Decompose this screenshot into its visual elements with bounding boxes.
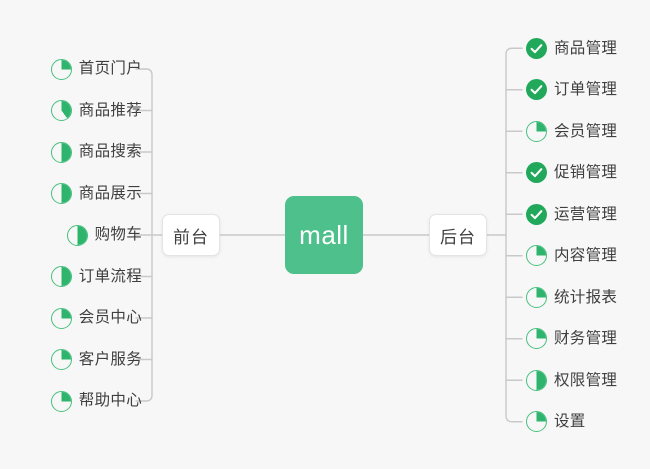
- pie-wedge: [51, 101, 71, 120]
- leaf-label: 客户服务: [78, 350, 142, 368]
- pie-wedge: [51, 59, 71, 79]
- leaf-label: 首页门户: [78, 60, 142, 78]
- mindmap-leaf[interactable]: 订单流程: [50, 264, 142, 290]
- leaf-label: 财务管理: [554, 330, 618, 347]
- pie-wedge: [527, 246, 546, 266]
- pie-wedge: [67, 225, 87, 245]
- pie-wedge: [527, 370, 546, 390]
- pie-wedge: [527, 121, 546, 141]
- pie-progress-icon: [526, 120, 547, 142]
- check-circle-icon: [526, 79, 547, 101]
- pie-progress-icon: [526, 369, 547, 391]
- mindmap-leaf[interactable]: 促销管理: [526, 160, 617, 186]
- mindmap-leaf[interactable]: 商品搜索: [50, 139, 142, 165]
- leaf-label: 订单管理: [554, 81, 618, 98]
- leaf-label: 帮助中心: [78, 392, 142, 410]
- mindmap-leaf[interactable]: 购物车: [66, 222, 142, 248]
- mindmap-leaf[interactable]: 会员中心: [50, 305, 142, 331]
- pie-progress-icon: [526, 411, 547, 433]
- mindmap-leaf[interactable]: 订单管理: [526, 77, 617, 103]
- mindmap-leaf[interactable]: 会员管理: [526, 118, 617, 144]
- pie-progress-icon: [66, 224, 88, 246]
- mindmap-leaf[interactable]: 首页门户: [50, 56, 142, 82]
- pie-progress-icon: [526, 245, 547, 267]
- leaf-label: 运营管理: [554, 205, 618, 223]
- leaf-label: 商品管理: [554, 39, 618, 57]
- pie-wedge: [51, 308, 71, 328]
- mindmap-leaf[interactable]: 客户服务: [50, 347, 142, 373]
- leaf-label: 会员管理: [554, 122, 618, 140]
- mindmap-leaf[interactable]: 商品推荐: [50, 98, 142, 124]
- leaf-label: 会员中心: [78, 309, 142, 327]
- leaf-label: 商品展示: [78, 184, 142, 202]
- pie-wedge: [51, 142, 71, 162]
- leaf-label: 商品推荐: [78, 101, 142, 119]
- mindmap-leaf[interactable]: 运营管理: [526, 201, 617, 227]
- pie-wedge: [51, 391, 71, 411]
- mindmap-leaf[interactable]: 商品管理: [526, 35, 617, 61]
- pie-progress-icon: [526, 328, 547, 350]
- check-circle-icon: [526, 37, 547, 59]
- mindmap-leaf[interactable]: 财务管理: [526, 326, 617, 352]
- pie-wedge: [527, 329, 546, 349]
- mindmap-leaf[interactable]: 设置: [526, 409, 586, 435]
- pie-progress-icon: [50, 183, 72, 204]
- leaf-label: 内容管理: [554, 247, 618, 264]
- pie-progress-icon: [50, 266, 72, 287]
- check-circle-icon: [526, 162, 547, 184]
- leaf-label: 商品搜索: [78, 143, 142, 161]
- node-frontend[interactable]: 前台: [162, 214, 220, 256]
- pie-wedge: [51, 267, 71, 286]
- pie-progress-icon: [50, 349, 72, 370]
- bracket-spine: [505, 47, 513, 423]
- leaf-label: 购物车: [94, 226, 142, 244]
- pie-progress-icon: [526, 286, 547, 308]
- leaf-label: 设置: [554, 413, 586, 430]
- mindmap-leaf[interactable]: 权限管理: [526, 367, 617, 393]
- pie-progress-icon: [50, 58, 72, 80]
- pie-progress-icon: [50, 307, 72, 329]
- leaf-label: 统计报表: [554, 288, 618, 306]
- leaf-label: 促销管理: [554, 164, 618, 181]
- mindmap-leaf[interactable]: 商品展示: [50, 181, 142, 207]
- pie-wedge: [527, 412, 546, 432]
- mindmap-leaf[interactable]: 统计报表: [526, 284, 617, 310]
- node-root-mall[interactable]: mall: [285, 196, 363, 274]
- leaf-label: 订单流程: [78, 267, 142, 285]
- mindmap-leaf[interactable]: 内容管理: [526, 243, 617, 269]
- pie-wedge: [51, 350, 71, 369]
- leaf-label: 权限管理: [554, 371, 618, 389]
- pie-wedge: [51, 184, 71, 203]
- check-circle-icon: [526, 203, 547, 225]
- pie-progress-icon: [50, 100, 72, 121]
- mindmap-leaf[interactable]: 帮助中心: [50, 388, 142, 414]
- pie-progress-icon: [50, 390, 72, 412]
- pie-wedge: [527, 287, 546, 307]
- node-backend[interactable]: 后台: [429, 214, 487, 256]
- pie-progress-icon: [50, 141, 72, 163]
